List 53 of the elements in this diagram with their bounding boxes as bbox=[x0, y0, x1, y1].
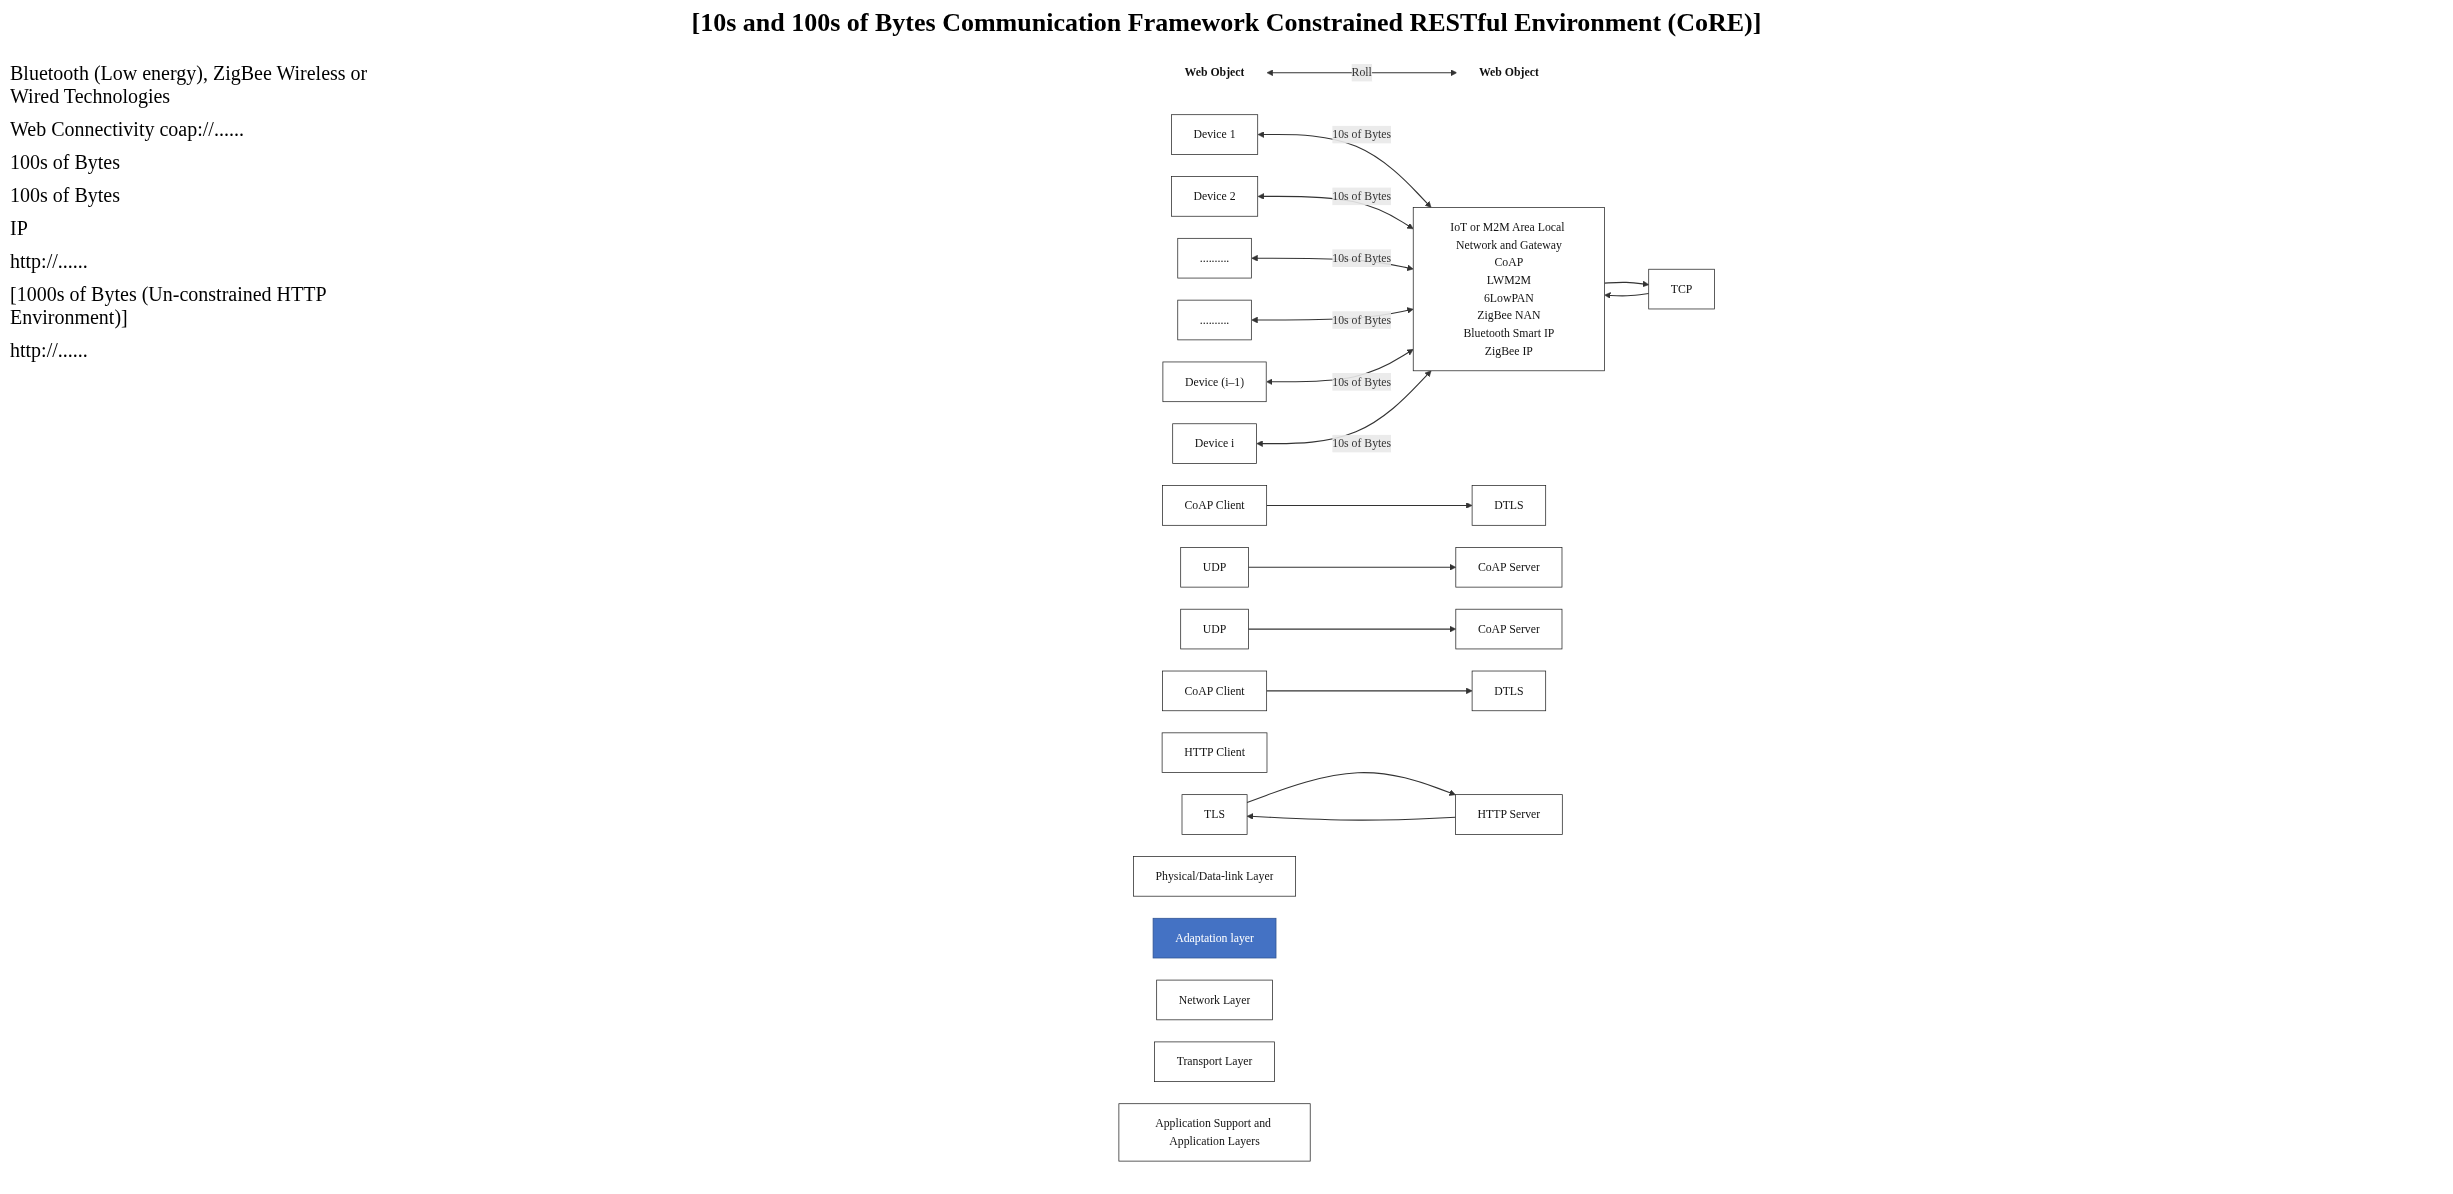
arrow bbox=[1266, 69, 1457, 76]
note-text: [1000s of Bytes (Un-constrained HTTP Environment)] bbox=[10, 283, 327, 329]
node-box: UDP bbox=[1180, 608, 1249, 650]
arrow bbox=[1247, 625, 1456, 633]
arrow bbox=[1257, 131, 1432, 208]
node-box: CoAP Client bbox=[1161, 485, 1267, 526]
edge-label: 10s of Bytes bbox=[1332, 313, 1391, 326]
note-text: IP bbox=[10, 217, 29, 240]
node-box: Physical/Data-link Layer bbox=[1132, 856, 1296, 897]
node-box: TCP bbox=[1648, 268, 1715, 310]
arrow bbox=[1603, 280, 1649, 288]
node-box: CoAP Client bbox=[1161, 670, 1267, 712]
node-text: Web Object bbox=[1184, 66, 1245, 79]
note-text: http://...... bbox=[10, 339, 89, 362]
node-box: Device i bbox=[1172, 423, 1257, 464]
node-box: DTLS bbox=[1471, 485, 1546, 526]
arrow bbox=[1265, 687, 1473, 695]
note-text: 100s of Bytes bbox=[10, 151, 121, 174]
edge-label: 10s of Bytes bbox=[1332, 375, 1391, 388]
node-box: DTLS bbox=[1471, 670, 1546, 712]
node-box: Adaptation layer bbox=[1152, 917, 1277, 959]
node-box: CoAP Server bbox=[1455, 608, 1563, 650]
arrow bbox=[1246, 772, 1456, 803]
note-text: Bluetooth (Low energy), ZigBee Wireless or Wired Technologies bbox=[10, 62, 369, 108]
node-text: Web Object bbox=[1478, 66, 1539, 79]
note-text: 100s of Bytes bbox=[10, 184, 121, 207]
arrow bbox=[1246, 813, 1456, 821]
edge-label: 10s of Bytes bbox=[1332, 189, 1391, 203]
arrow bbox=[1604, 292, 1650, 299]
node-box: Device 2 bbox=[1170, 176, 1258, 217]
edge-label: 10s of Bytes bbox=[1332, 127, 1391, 141]
node-box: CoAP Server bbox=[1455, 547, 1563, 588]
node-box: UDP bbox=[1180, 547, 1249, 588]
node-box: Network Layer bbox=[1156, 979, 1273, 1021]
node-box: HTTP Server bbox=[1454, 794, 1563, 835]
node-box: .......... bbox=[1177, 237, 1252, 279]
node-box: Device 1 bbox=[1170, 114, 1258, 155]
node-box: .......... bbox=[1177, 299, 1252, 341]
node-box: Application Support and Application Layers bbox=[1118, 1103, 1311, 1162]
arrow bbox=[1247, 564, 1456, 571]
edge-label: 10s of Bytes bbox=[1332, 437, 1391, 450]
note-text: http://...... bbox=[10, 250, 89, 273]
arrow bbox=[1265, 502, 1473, 509]
node-box: TLS bbox=[1181, 794, 1248, 835]
arrow bbox=[1256, 370, 1432, 447]
note-text: Web Connectivity coap://...... bbox=[10, 118, 245, 141]
node-box: HTTP Client bbox=[1161, 732, 1268, 773]
diagram-title: [10s and 100s of Bytes Communication Framework Constrained RESTful Environment (CoRE)] bbox=[690, 8, 1763, 38]
node-box: IoT or M2M Area Local Network and Gateway CoAP LWM2M 6LowPAN ZigBee NAN Bluetooth Smart IP ZigBee IP bbox=[1412, 207, 1605, 372]
edge-label: Roll bbox=[1351, 66, 1372, 79]
node-box: Device (i–1) bbox=[1162, 361, 1267, 403]
edge-label: 10s of Bytes bbox=[1332, 251, 1391, 265]
node-box: Transport Layer bbox=[1154, 1041, 1275, 1082]
